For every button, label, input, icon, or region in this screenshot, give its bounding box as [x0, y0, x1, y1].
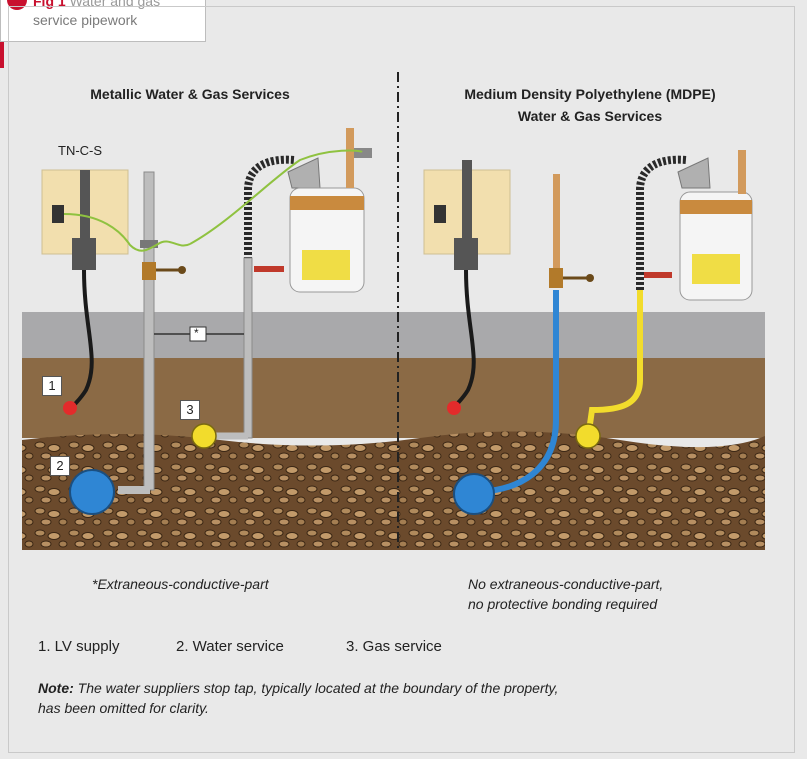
left-lv-supply-marker	[63, 401, 77, 415]
gravel-layer	[22, 431, 765, 550]
callout-2: 2	[50, 456, 70, 476]
pavement-strip	[22, 312, 765, 358]
figure-title-line2: service pipework	[33, 12, 138, 28]
left-bond-wire-gas	[189, 149, 363, 245]
note-line1: Note: The water suppliers stop tap, typi…	[38, 680, 558, 696]
left-terminal-block	[52, 205, 64, 223]
right-gas-flexi	[636, 155, 687, 290]
right-water-riser-copper	[553, 174, 560, 270]
callout-1: 1	[42, 376, 62, 396]
left-meter-outlet	[346, 128, 354, 188]
right-lv-supply-marker	[447, 401, 461, 415]
left-bond-clamp-meter	[354, 148, 372, 158]
topsoil-layer	[22, 358, 765, 438]
legend-gas-service: 3. Gas service	[346, 638, 442, 655]
figure-badge-icon	[7, 0, 27, 10]
left-heading: Metallic Water & Gas Services	[90, 86, 290, 102]
left-supply-riser	[80, 170, 90, 240]
right-terminal-block	[434, 205, 446, 223]
right-caption-line1: No extraneous-conductive-part,	[468, 576, 664, 592]
left-water-main	[69, 469, 115, 515]
right-water-valve	[549, 268, 563, 288]
left-extraneous-marker-box	[189, 326, 207, 342]
red-margin-mark	[0, 42, 4, 68]
right-cutout	[454, 238, 478, 270]
right-heading-line1: Medium Density Polyethylene (MDPE)	[464, 86, 716, 102]
tncs-label: TN-C-S	[58, 143, 103, 158]
note-text-line2: has been omitted for clarity.	[38, 700, 209, 716]
left-water-riser	[143, 171, 155, 491]
left-gas-riser	[243, 257, 253, 439]
right-heading-line2: Water & Gas Services	[517, 108, 663, 124]
left-gas-valve	[254, 266, 284, 272]
left-water-bond-clamp	[140, 240, 158, 248]
right-gas-valve	[644, 272, 672, 278]
right-meter-band	[680, 200, 752, 214]
legend-water-service: 2. Water service	[176, 638, 284, 655]
figure-tag: Fig 1 Water and gas service pipework	[0, 0, 206, 42]
right-meter-label	[692, 254, 740, 284]
right-gas-mdpe	[587, 290, 643, 425]
right-water-main	[453, 473, 495, 515]
left-gas-main	[191, 423, 217, 449]
note-label: Note:	[38, 680, 74, 696]
left-lv-cable	[70, 269, 94, 410]
left-water-valve	[142, 262, 156, 280]
callout-3: 3	[180, 400, 200, 420]
left-meter-label	[302, 250, 350, 280]
right-caption-line2: no protective bonding required	[468, 596, 658, 612]
extraneous-star-label: *	[194, 326, 199, 340]
left-gas-flexi	[244, 155, 295, 410]
right-meter-outlet	[738, 150, 746, 194]
right-supply-riser	[462, 160, 472, 240]
figure-number: Fig 1	[33, 0, 66, 9]
legend-lv-supply: 1. LV supply	[38, 638, 120, 655]
left-cutout	[72, 238, 96, 270]
right-meter-regulator	[677, 157, 711, 189]
left-meter-band	[290, 196, 364, 210]
left-caption: *Extraneous-conductive-part	[92, 576, 269, 592]
left-water-valve-handle	[178, 266, 186, 274]
diagram-panel	[8, 6, 795, 753]
left-bond-wire-water	[63, 213, 191, 252]
right-gas-main	[575, 423, 601, 449]
note-text-line1: The water suppliers stop tap, typically …	[73, 680, 559, 696]
right-water-valve-handle	[586, 274, 594, 282]
figure-title-part: Water and gas	[69, 0, 161, 9]
figure-title-line1: Fig 1 Water and gas	[33, 0, 160, 9]
